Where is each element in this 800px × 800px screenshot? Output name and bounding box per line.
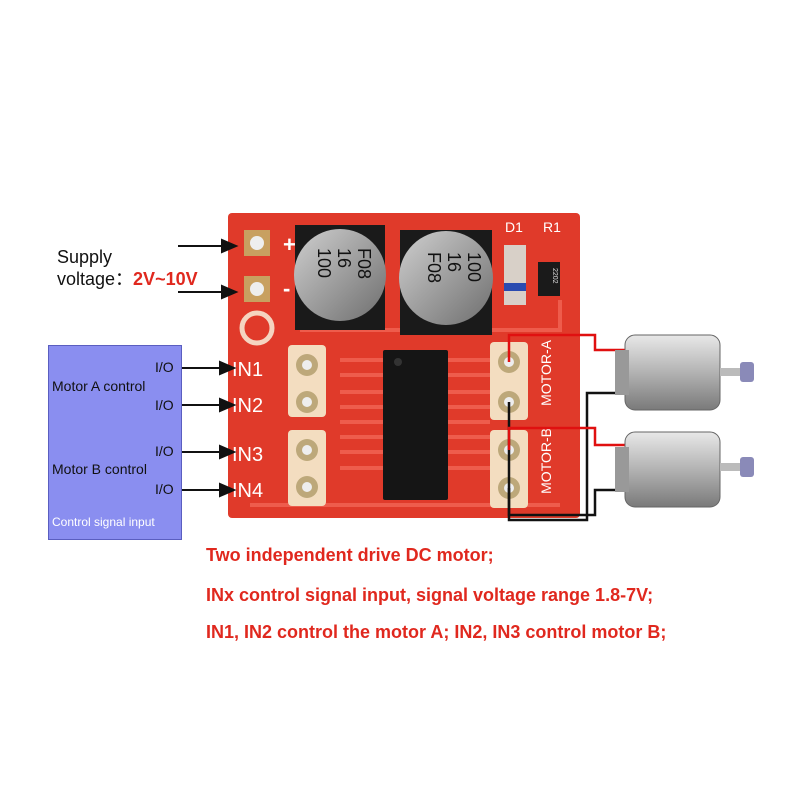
minus-sign: - xyxy=(283,276,290,301)
motor-b xyxy=(615,431,754,508)
input-header xyxy=(288,345,326,506)
supply-label-line1: Supply xyxy=(57,247,113,267)
cap2-text-1: 100 xyxy=(464,252,484,282)
r1-label: R1 xyxy=(543,219,561,235)
cap2-text-2: 16 xyxy=(444,252,464,272)
cap2-text-3: F08 xyxy=(424,252,444,283)
supply-label: Supply voltage：2V~10V xyxy=(57,246,198,290)
note-line-2: INx control signal input, signal voltage… xyxy=(206,585,654,605)
io-label-3: I/O xyxy=(155,443,174,459)
pin-label-in3: IN3 xyxy=(232,444,263,466)
motor-b-label: MOTOR-B xyxy=(538,428,554,494)
pin-label-in4: IN4 xyxy=(232,480,263,502)
motor-a-control-label: Motor A control xyxy=(52,378,146,394)
motor-a xyxy=(615,334,754,411)
note-line-1: Two independent drive DC motor; xyxy=(206,545,494,565)
supply-arrows xyxy=(178,238,239,300)
note-line-3: IN1, IN2 control the motor A; IN2, IN3 c… xyxy=(206,622,667,642)
diode-d1 xyxy=(504,245,526,305)
motor-b-control-label: Motor B control xyxy=(52,461,147,477)
cap1-text-2: 16 xyxy=(334,248,354,268)
pcb-traces xyxy=(250,300,562,507)
resistor-r1 xyxy=(538,262,560,296)
io-label-4: I/O xyxy=(155,481,174,497)
power-pads xyxy=(239,230,275,346)
supply-label-line2: voltage： xyxy=(57,269,134,289)
d1-label: D1 xyxy=(505,219,523,235)
motor-a-label: MOTOR-A xyxy=(538,339,554,406)
control-signal-box xyxy=(48,345,182,540)
control-signal-footer: Control signal input xyxy=(52,515,155,529)
supply-voltage: 2V~10V xyxy=(133,269,198,289)
io-label-2: I/O xyxy=(155,397,174,413)
motor-header xyxy=(490,342,528,508)
driver-ic xyxy=(383,350,448,500)
cap1-text-1: 100 xyxy=(314,248,334,278)
io-label-1: I/O xyxy=(155,359,174,375)
motor-wires xyxy=(507,333,625,522)
resistor-code: 2202 xyxy=(551,268,558,284)
pin-label-in1: IN1 xyxy=(232,359,263,381)
capacitor-2 xyxy=(399,230,493,335)
capacitor-1 xyxy=(294,225,386,330)
pin-label-in2: IN2 xyxy=(232,395,263,417)
plus-sign: + xyxy=(283,232,296,257)
control-arrows xyxy=(182,360,237,498)
cap1-text-3: F08 xyxy=(354,248,374,279)
